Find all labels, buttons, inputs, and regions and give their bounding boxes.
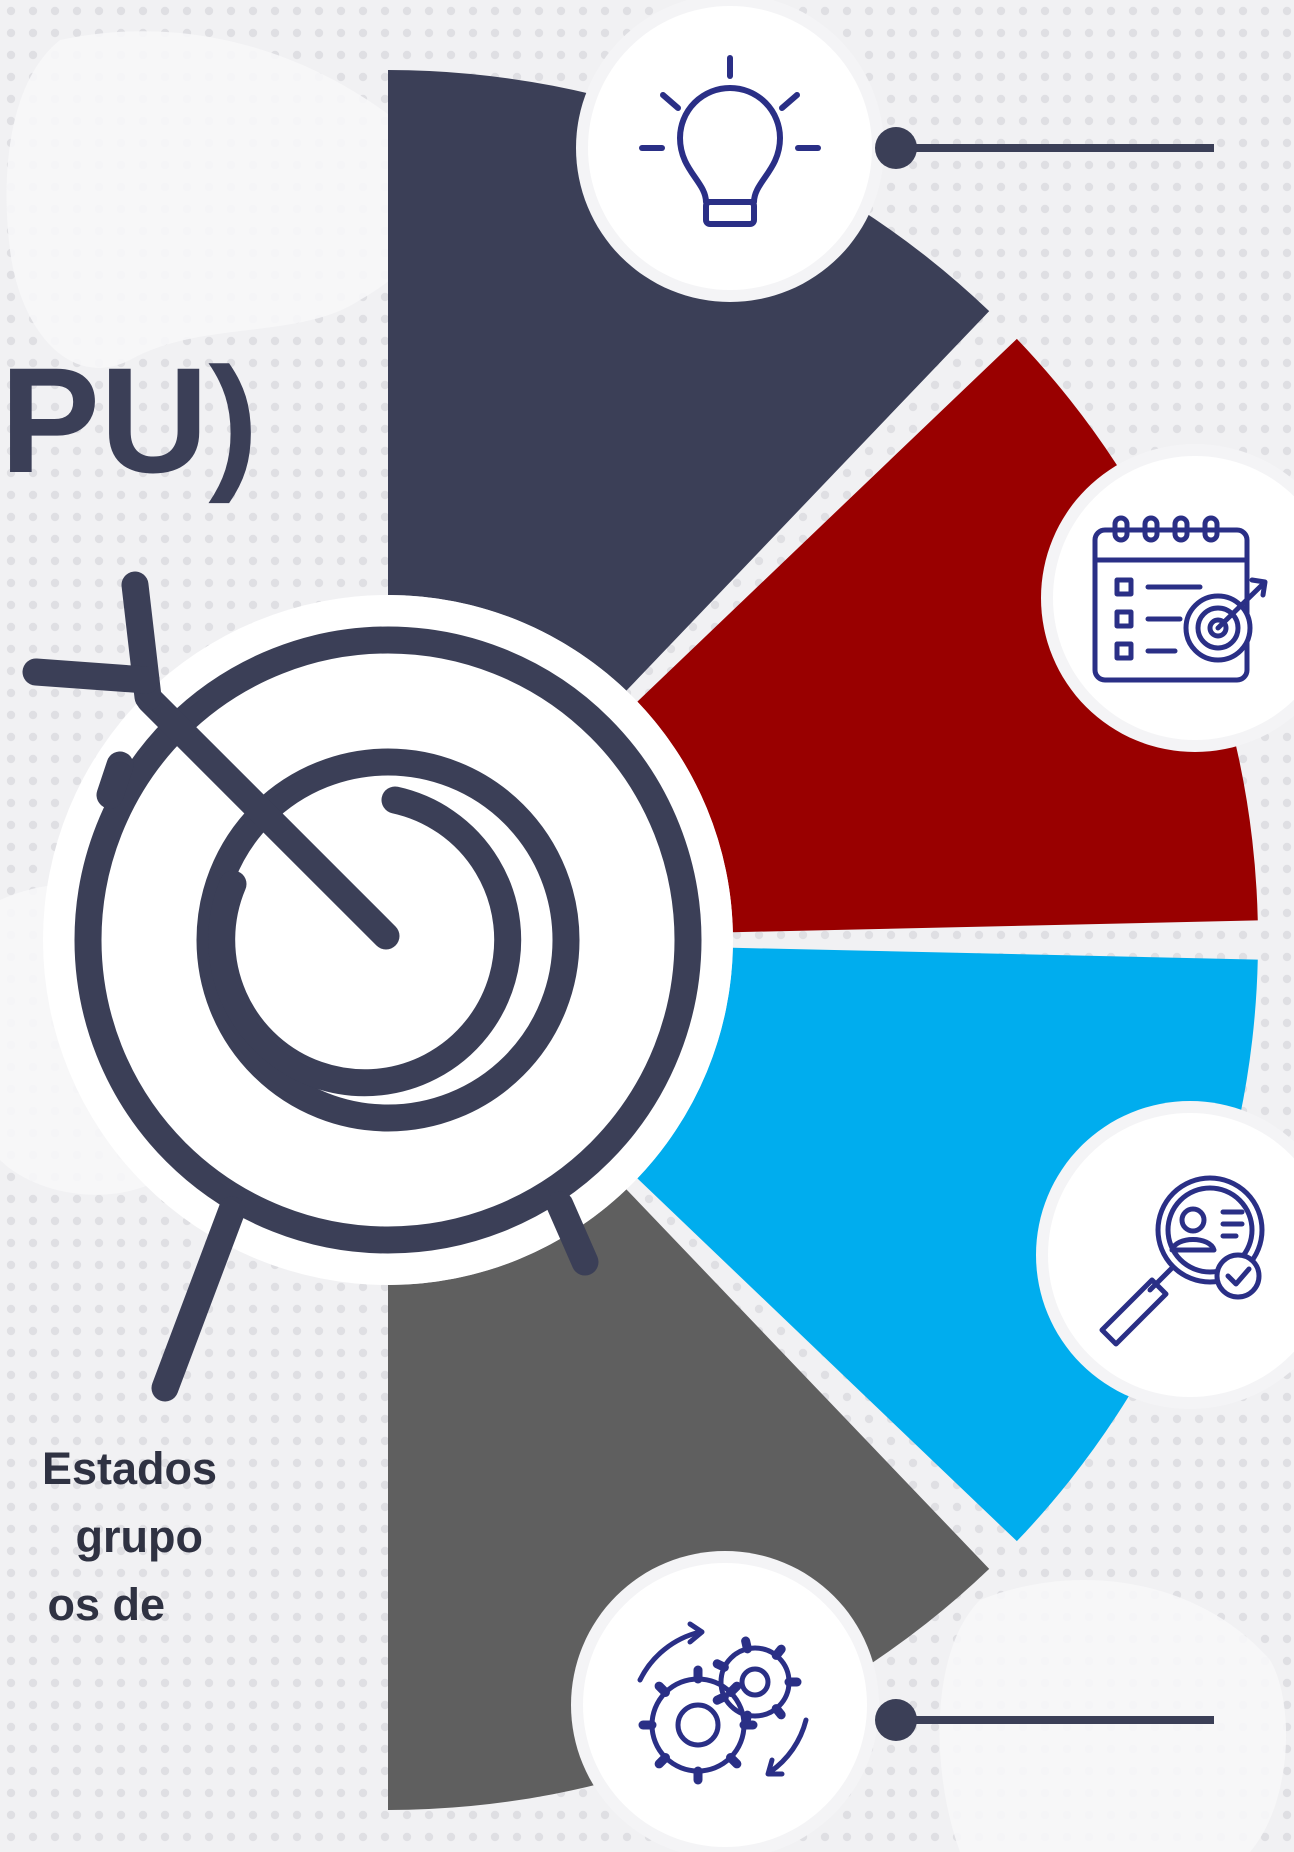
gear-tooth [741, 1636, 752, 1654]
profile-search-check-icon [1099, 1175, 1265, 1347]
checklist-target-icon [1092, 515, 1268, 683]
segment-3 [637, 947, 1258, 1542]
body-text-line: os de [47, 1579, 165, 1630]
arrow-fletch-left [22, 658, 160, 694]
target-tick-left [96, 751, 134, 809]
gear-tooth [712, 1692, 729, 1705]
gear-tooth [654, 1753, 670, 1769]
gears-cycle-icon [637, 1621, 809, 1785]
stand-leg-right [546, 1191, 599, 1276]
target-inner-arc [208, 786, 522, 1097]
icon-circle-4 [583, 1563, 867, 1847]
top-connector-dot [875, 127, 917, 169]
target-outer-ring [74, 626, 702, 1254]
center-hub [22, 571, 733, 1402]
top-connector [875, 127, 1214, 169]
bottom-connector [875, 1699, 1214, 1741]
body-text-line: Estados [42, 1443, 217, 1494]
lightbulb-icon [639, 55, 821, 227]
bottom-connector-dot [875, 1699, 917, 1741]
stand-leg-left [151, 1196, 246, 1402]
gear-tooth [726, 1753, 742, 1769]
icon-circle-1 [588, 6, 872, 290]
gear-tooth [771, 1704, 786, 1720]
gear-tooth [726, 1681, 742, 1697]
body-text-line: grupo [76, 1511, 203, 1562]
gear-tooth [771, 1644, 786, 1660]
target-arrow-icon [22, 571, 702, 1402]
gear-tooth [654, 1681, 670, 1697]
heading-fragment: PU) [0, 336, 258, 504]
gear-tooth [741, 1710, 752, 1728]
arrow-shaft [136, 686, 400, 950]
gear-tooth [712, 1659, 729, 1672]
